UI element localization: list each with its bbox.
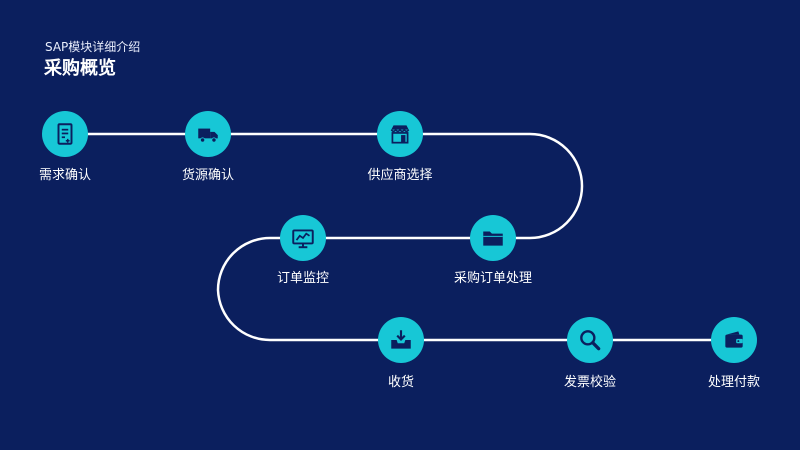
step-label-payment-processing: 处理付款 (707, 375, 760, 390)
magnifier-icon (580, 330, 601, 351)
step-node-goods-receipt (378, 317, 424, 363)
step-label-invoice-verification: 发票校验 (563, 375, 616, 390)
monitor-chart-icon (292, 229, 314, 249)
slide-title: 采购概览 (44, 58, 116, 79)
step-node-source-confirmation (185, 111, 231, 157)
step-label-order-monitoring: 订单监控 (276, 271, 329, 286)
step-label-supplier-selection: 供应商选择 (367, 168, 433, 183)
step-label-source-confirmation: 货源确认 (181, 168, 234, 183)
folder-icon (483, 231, 503, 246)
step-node-payment-processing (711, 317, 757, 363)
store-icon (390, 125, 410, 144)
step-node-demand-confirmation (42, 111, 88, 157)
step-node-order-monitoring (280, 215, 326, 261)
truck-icon (198, 128, 218, 143)
step-node-purchase-order-processing (470, 215, 516, 261)
slide-subtitle: SAP模块详细介绍 (45, 40, 141, 54)
step-label-demand-confirmation: 需求确认 (38, 168, 91, 183)
step-label-purchase-order-processing: 采购订单处理 (453, 271, 532, 286)
document-icon (57, 123, 73, 145)
step-label-goods-receipt: 收货 (387, 375, 414, 390)
step-node-supplier-selection (377, 111, 423, 157)
inbox-download-icon (391, 330, 411, 349)
wallet-icon (725, 331, 743, 348)
step-node-invoice-verification (567, 317, 613, 363)
